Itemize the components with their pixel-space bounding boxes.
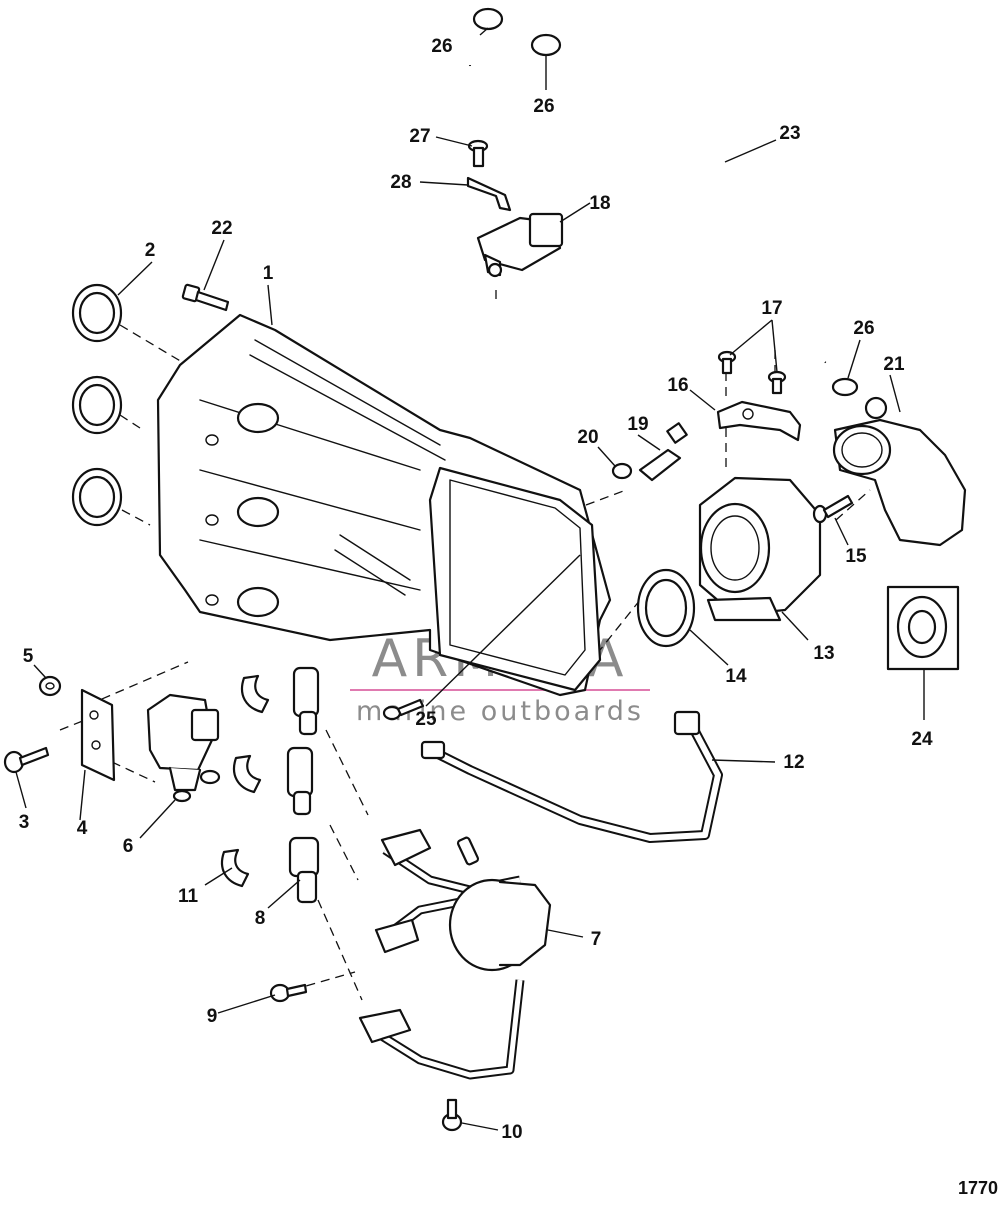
grommet-inset: [886, 585, 960, 671]
vent-hose: [467, 8, 828, 365]
throttle-body: [698, 476, 822, 622]
clip-bolt: [441, 1098, 463, 1132]
callout-24: 24: [911, 729, 933, 750]
callout-7: 7: [591, 929, 602, 950]
elbow-screw: [812, 494, 854, 524]
callout-12: 12: [783, 752, 804, 773]
callout-22: 22: [211, 218, 232, 239]
bracket-bolt: [3, 746, 50, 774]
hose-clamp: [472, 7, 859, 397]
manifold-bolt: [181, 283, 230, 312]
injector-harness: [358, 828, 552, 1080]
cover-screw: [382, 698, 425, 721]
figure-number: 1770: [957, 1178, 998, 1198]
harness-bolt: [269, 983, 308, 1003]
callout-21: 21: [883, 354, 905, 375]
map-sensor: [476, 212, 564, 278]
callout-15: 15: [845, 546, 867, 567]
callout-26c: 26: [853, 318, 874, 339]
callout-4: 4: [77, 818, 88, 839]
injector-clip: [220, 674, 270, 888]
callout-28: 28: [390, 172, 411, 193]
callout-14: 14: [725, 666, 747, 687]
temperature-sensor: [638, 422, 688, 482]
callout-20: 20: [577, 427, 598, 448]
callout-18: 18: [589, 193, 610, 214]
callout-11: 11: [178, 886, 199, 907]
callout-1: 1: [263, 263, 274, 284]
alignment-lines: [59, 290, 871, 1001]
callout-9: 9: [207, 1006, 218, 1027]
callout-26a: 26: [431, 36, 452, 57]
callout-5: 5: [23, 646, 34, 667]
callout-6: 6: [123, 836, 134, 857]
callout-13: 13: [813, 643, 834, 664]
callout-25: 25: [415, 709, 437, 730]
bracket-nut: [38, 675, 62, 697]
callout-2: 2: [145, 240, 156, 261]
callout-27: 27: [409, 126, 430, 147]
sensor-bracket: [466, 176, 512, 212]
intake-manifold: [156, 313, 612, 697]
callouts: 2 22 1 26 26 23 27 28 18 17 26 21 16 19 …: [19, 36, 933, 1143]
intake-gasket: [71, 283, 123, 527]
callout-19: 19: [627, 414, 648, 435]
callout-16: 16: [667, 375, 688, 396]
callout-10: 10: [501, 1122, 522, 1143]
throttle-position-sensor: [716, 400, 802, 442]
leader-lines: [15, 27, 925, 1131]
bracket-screw: [467, 139, 489, 168]
callout-3: 3: [19, 812, 30, 833]
o-ring: [611, 462, 633, 480]
sensor-harness: [420, 710, 723, 843]
air-intake-elbow: [832, 396, 967, 547]
solenoid-valve: [146, 693, 221, 803]
callout-23: 23: [779, 123, 800, 144]
callout-17: 17: [761, 298, 782, 319]
callout-8: 8: [255, 908, 266, 929]
callout-26b: 26: [533, 96, 554, 117]
fuel-injector: [286, 666, 320, 904]
throttle-body-gasket: [636, 568, 696, 648]
valve-bracket: [80, 688, 116, 782]
